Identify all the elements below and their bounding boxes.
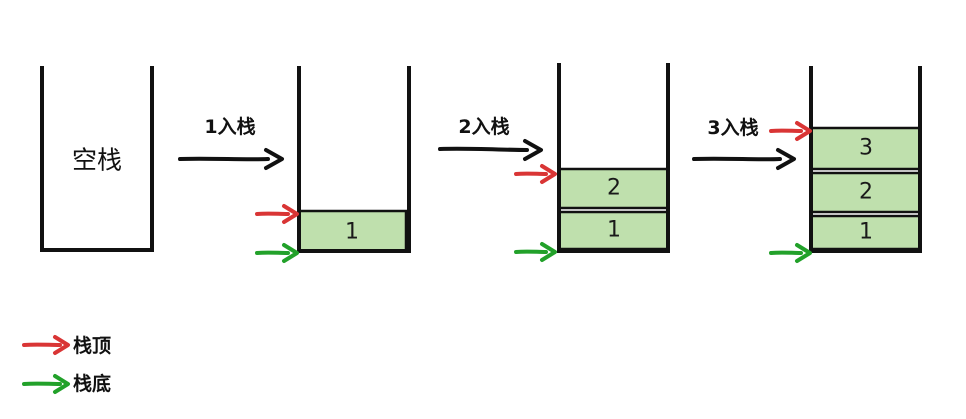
push-step-3: 3入栈 xyxy=(692,116,796,170)
stack-after-push-2: 1 2 xyxy=(514,63,670,262)
element-label: 2 xyxy=(607,176,621,201)
element-label: 2 xyxy=(859,180,873,205)
element-label: 1 xyxy=(345,220,359,245)
green-arrow-icon xyxy=(22,374,70,394)
push-arrow-icon xyxy=(692,148,796,170)
step-label: 1入栈 xyxy=(204,115,255,138)
legend: 栈顶 栈底 xyxy=(22,334,111,395)
push-arrow-icon xyxy=(178,148,284,170)
legend-label-top: 栈顶 xyxy=(73,334,111,357)
empty-stack-label: 空栈 xyxy=(72,146,122,175)
stack-container xyxy=(809,66,922,253)
legend-label-bottom: 栈底 xyxy=(73,372,111,395)
red-arrow-icon xyxy=(22,335,70,355)
push-step-2: 2入栈 xyxy=(438,115,543,161)
step-label: 2入栈 xyxy=(458,115,509,138)
top-pointer-icon xyxy=(255,204,299,224)
stack-after-push-3: 1 2 3 xyxy=(769,66,922,263)
stack-element xyxy=(809,171,922,214)
legend-item-top: 栈顶 xyxy=(22,334,111,357)
top-pointer-icon xyxy=(769,121,812,141)
bottom-pointer-icon xyxy=(255,243,299,263)
top-pointer-icon xyxy=(514,164,557,184)
stack-container xyxy=(40,66,154,252)
element-label: 1 xyxy=(859,220,873,245)
stack-after-push-1: 1 xyxy=(255,66,411,263)
stack-container xyxy=(297,66,411,253)
bottom-pointer-icon xyxy=(514,242,557,262)
push-arrow-icon xyxy=(438,139,543,161)
step-label: 3入栈 xyxy=(707,116,758,139)
legend-item-bottom: 栈底 xyxy=(22,372,111,395)
bottom-pointer-icon xyxy=(769,243,812,263)
stack-container xyxy=(557,63,670,253)
stack-empty: 空栈 xyxy=(40,66,154,252)
stack-element xyxy=(809,126,922,171)
element-label: 1 xyxy=(607,218,621,243)
element-label: 3 xyxy=(859,136,873,161)
push-step-1: 1入栈 xyxy=(178,115,284,170)
